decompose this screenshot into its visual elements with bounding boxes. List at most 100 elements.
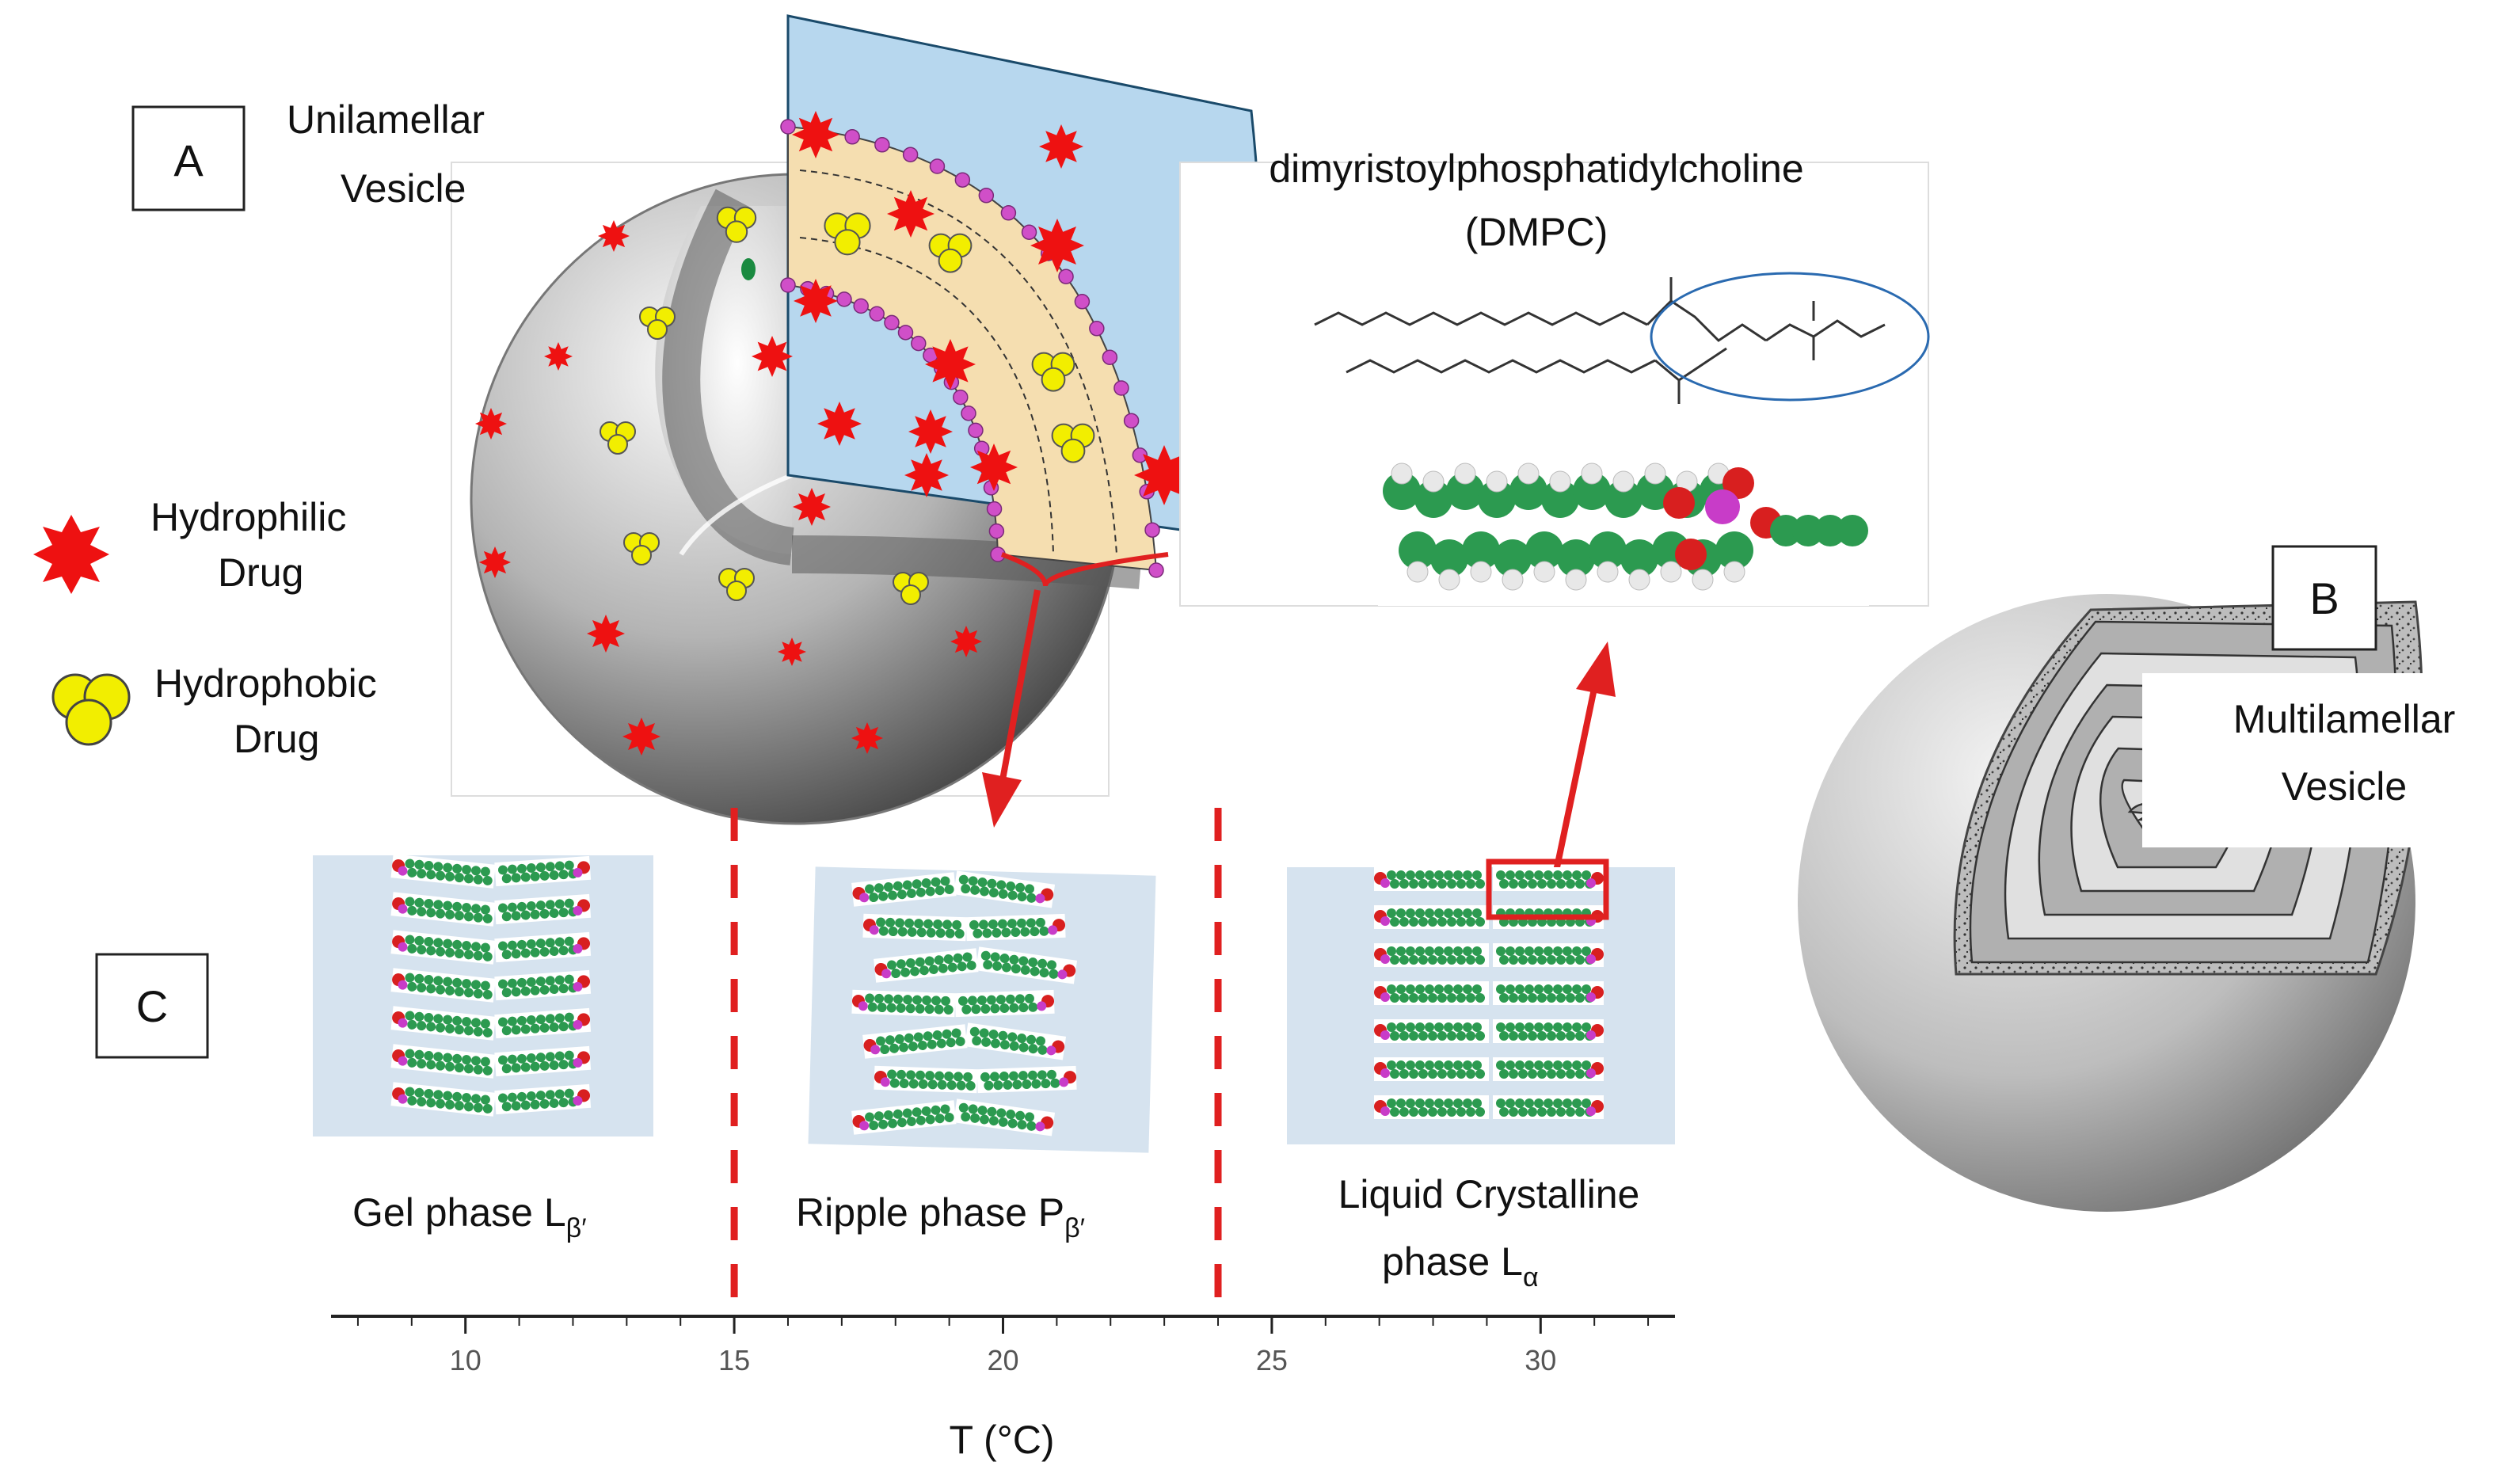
lipid-molecule [862,1024,968,1059]
lipid-molecule [874,948,979,983]
lipid-molecule [390,1006,496,1041]
phase-labels: Gel phase Lβ′ Ripple phase Pβ′ Liquid Cr… [352,1172,1639,1293]
hydrophilic-drug-icon [851,722,883,754]
hydrophilic-drug-icon [817,402,862,446]
lipid-molecule [954,989,1055,1018]
panel-b-title-2: Vesicle [2282,764,2407,809]
hydrophobic-drug-icon [623,532,660,565]
lipid-molecule [965,913,1066,942]
lipid-molecule [390,1082,496,1117]
arrow-head-ripple [982,772,1022,828]
lipid-molecule [1374,1057,1489,1081]
hydrophilic-drug-icon [794,279,838,323]
hydrophilic-label-1: Hydrophilic [150,495,346,539]
lipid-molecule [1493,981,1604,1005]
liquid-phase-label-1: Liquid Crystalline [1338,1172,1640,1216]
lipid-molecule [954,1098,1056,1136]
hydrophilic-drug-icon [622,718,660,756]
hydrophilic-drug-icon [752,336,793,377]
lipid-molecule [494,855,592,887]
lipid-molecule [494,1007,592,1039]
acyl-chain-2 [1346,359,1656,374]
arrow-to-dmpc [1553,680,1599,872]
lipid-molecule [954,870,1056,908]
hydrophobic-label-1: Hydrophobic [154,661,377,706]
lipid-molecule [851,989,956,1018]
lipid-molecule [851,872,957,907]
arrow-to-ripple [999,589,1041,785]
panel-a-label: A Unilamellar Vesicle [131,97,485,211]
hydrophobic-drug-icon [716,206,757,243]
legend: Hydrophilic Drug Hydrophobic Drug [33,495,377,761]
gel-phase-label: Gel phase Lβ′ [352,1190,587,1243]
panel-a-letter: A [173,135,204,185]
hydrophilic-drug-icon [970,444,1018,491]
lipid-molecule [494,1083,592,1115]
headgroup-highlight [1650,272,1930,402]
hydrophilic-drug-icon [479,546,511,578]
hydrophilic-drug-icon [908,409,953,454]
hydrophilic-drug-icon [544,342,573,371]
lipid-molecule [390,930,496,965]
transition-lines [730,808,1222,1316]
panel-a-title-2: Vesicle [341,166,466,211]
ripple-phase-label: Ripple phase Pβ′ [796,1190,1085,1243]
hydrophilic-drug-icon [793,488,831,526]
lipid-molecule [390,968,496,1003]
tick-label: 15 [718,1344,750,1376]
arrow-head-dmpc [1576,642,1616,697]
hydrophobic-drug-icon [893,572,929,605]
lipid-molecule [976,946,1078,984]
axis-title: T (°C) [950,1418,1055,1462]
hydrophobic-drug-icon [600,421,636,455]
ripple-phase-lipids [851,870,1078,1136]
lipid-molecule [390,854,496,889]
hydrophobic-drug-icon [1051,423,1095,463]
hydrophilic-drug-icon [33,515,109,594]
panel-a-title-1: Unilamellar [287,97,485,142]
lipid-molecule [494,1045,592,1077]
panel-c-label: C [95,953,209,1059]
acyl-chain-1 [1314,311,1648,326]
hydrophilic-drug-icon [925,339,976,390]
hydrophobic-drug-icon [1031,352,1075,392]
lipid-molecule [494,931,592,963]
space-filling-model [1383,463,1868,591]
lipid-molecule [1493,1057,1604,1081]
hydrophilic-drug-icon [887,190,935,238]
liquid-phase-label-2: phase Lα [1382,1239,1539,1293]
lipid-molecule [1374,981,1489,1005]
dmpc-name: dimyristoylphosphatidylcholine [1269,147,1803,191]
lipid-molecule [976,1065,1077,1094]
dmpc-abbrev: (DMPC) [1465,210,1608,254]
lipid-molecule [965,1022,1067,1060]
hydrophilic-drug-icon [598,220,630,252]
liquid-phase-panel [1287,859,1675,1144]
hydrophobic-drug-icon [639,306,676,340]
lipid-molecule [1374,943,1489,967]
hydrophobic-drug-icon [928,233,973,273]
hydrophilic-drug-icon [587,615,625,653]
ripple-phase-panel [808,866,1156,1153]
lipid-molecule [1374,1019,1489,1043]
hydrophilic-drug-icon [904,453,949,497]
tick-label: 10 [450,1344,482,1376]
lipid-molecule [851,1100,957,1135]
drug-particles [475,111,1194,756]
lipid-molecule [862,913,967,942]
panel-b-letter: B [2309,573,2339,623]
panel-b-title-1: Multilamellar [2233,697,2456,741]
lipid-molecule [1374,905,1489,929]
lipid-molecule [1374,1095,1489,1119]
hydrophobic-drug-icon [51,673,131,746]
hydrophobic-drug-icon [718,568,755,601]
hydrophilic-label-2: Drug [218,550,303,595]
hydrophilic-drug-icon [778,638,806,666]
small-molecule-icon [741,258,756,280]
hydrophilic-drug-icon [475,408,507,440]
single-lipid-highlight [1486,859,1609,920]
tick-label: 20 [987,1344,1018,1376]
